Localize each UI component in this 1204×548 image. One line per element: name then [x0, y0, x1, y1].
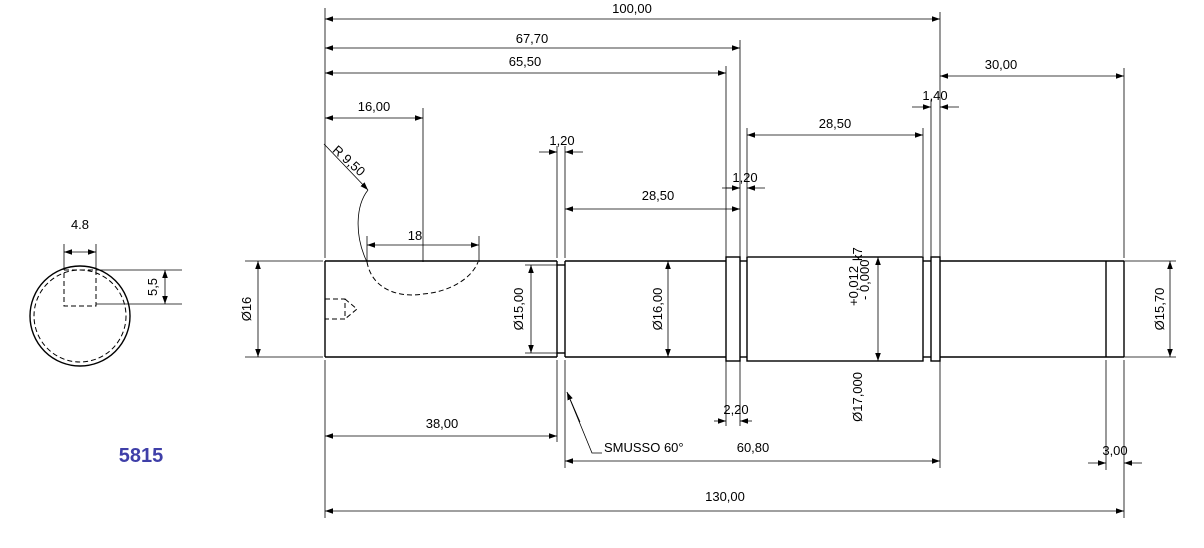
- tol-upper: +0,012: [846, 266, 861, 306]
- dim-67-70: 67,70: [516, 31, 549, 46]
- section-outer-circle: [29, 265, 131, 367]
- section-view: 4.8 5,5: [29, 217, 182, 367]
- keyway-arc: [366, 261, 479, 296]
- tol-lower: - 0,000: [857, 260, 872, 300]
- dim-60-80: 60,80: [737, 440, 770, 455]
- dim-38: 38,00: [426, 416, 459, 431]
- tol-class: k7: [850, 247, 865, 261]
- dim-100: 100,00: [612, 1, 652, 16]
- dim-1-20-mid: 1,20: [732, 170, 757, 185]
- chamfer-note: SMUSSO 60°: [604, 440, 684, 455]
- key-width-label: 4.8: [71, 217, 89, 232]
- dim-18: 18: [408, 228, 422, 243]
- dim-1-20-left: 1,20: [549, 133, 574, 148]
- dim-16: 16,00: [358, 99, 391, 114]
- keyway-hidden-lines: [63, 269, 97, 307]
- dia-15: Ø15,00: [511, 288, 526, 331]
- dim-65-50: 65,50: [509, 54, 542, 69]
- dim-1-40: 1,40: [922, 88, 947, 103]
- dia-17: Ø17,000: [850, 372, 865, 422]
- dim-130: 130,00: [705, 489, 745, 504]
- dim-2-20: 2,20: [723, 402, 748, 417]
- dim-3: 3,00: [1102, 443, 1127, 458]
- key-depth-label: 5,5: [145, 278, 160, 296]
- dim-30: 30,00: [985, 57, 1018, 72]
- section-inner-dashed-circle: [33, 269, 127, 363]
- shaft-outline: [324, 189, 1125, 362]
- part-code: 5815: [119, 445, 164, 467]
- dim-28-50-right: 28,50: [819, 116, 852, 131]
- radius-label: R 9,50: [330, 142, 369, 179]
- dim-28-50-mid: 28,50: [642, 188, 675, 203]
- dia-16-mid: Ø16,00: [650, 288, 665, 331]
- dia-15-70: Ø15,70: [1152, 288, 1167, 331]
- dia-16-left: Ø16: [239, 297, 254, 322]
- dimensions: 100,00 67,70 65,50 30,00 1,40 16,00 R 9,…: [239, 1, 1176, 518]
